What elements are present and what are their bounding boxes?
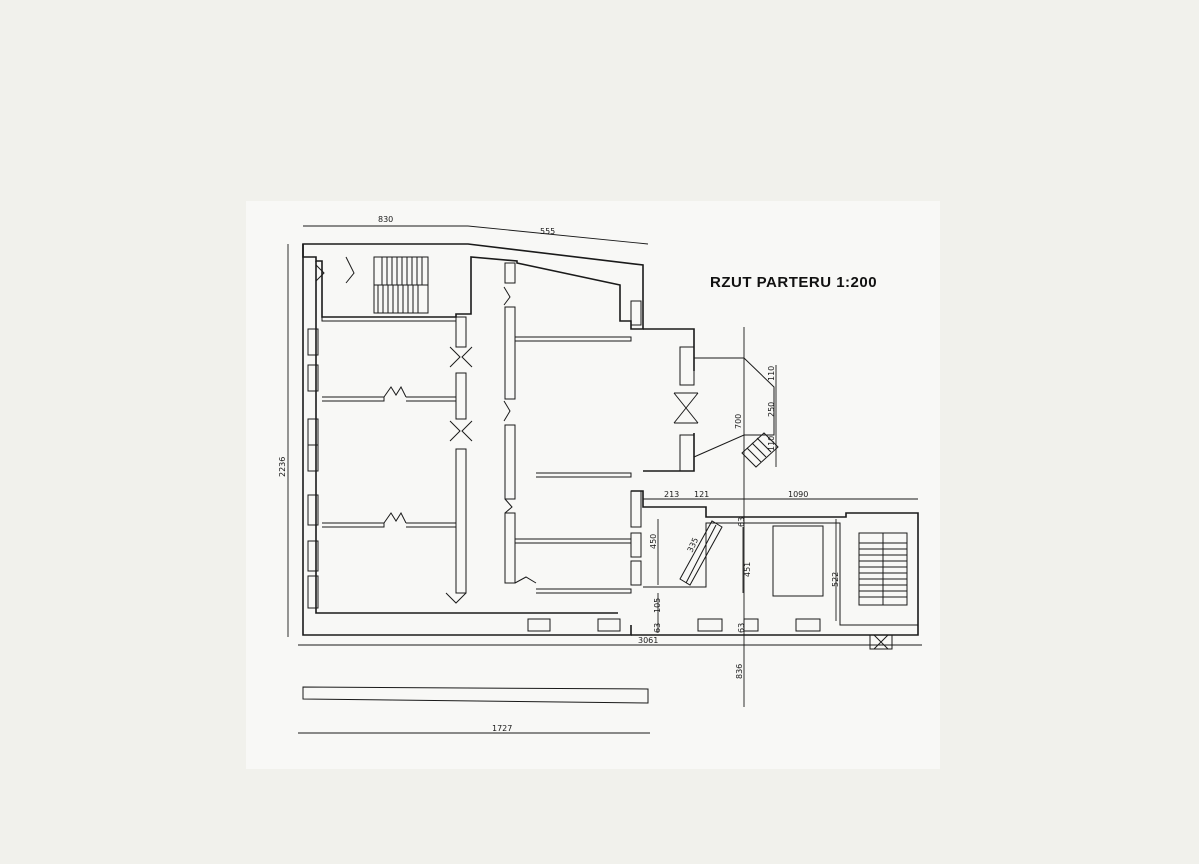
dim-stair-diag: 335	[686, 536, 701, 554]
interior-walls	[321, 262, 642, 594]
dim-annex-height: 450	[649, 534, 658, 549]
dimension-lines	[287, 225, 922, 734]
drawing-sheet: 830 555 2236 3061 1727 700 110 250 110 2…	[246, 201, 940, 769]
dim-annex-a: 213	[664, 490, 679, 499]
main-staircase	[345, 256, 429, 314]
dim-right-vertical: 700	[734, 414, 743, 429]
main-building-walls	[302, 243, 644, 636]
dim-wall-d: 63	[737, 623, 746, 633]
dim-annex-depth: 522	[831, 572, 840, 587]
floor-plan-drawing: 830 555 2236 3061 1727 700 110 250 110 2…	[278, 215, 922, 734]
dim-bay-mid: 250	[767, 402, 776, 417]
dim-wall-a: 63	[737, 517, 746, 527]
plan-title: RZUT PARTERU 1:200	[710, 274, 877, 291]
dim-bottom-total: 3061	[638, 636, 658, 645]
dim-top-right: 555	[540, 227, 555, 236]
dim-section-length: 1727	[492, 724, 512, 733]
dim-top-left: 830	[378, 215, 393, 224]
section-strip	[302, 686, 649, 704]
dim-annex-c: 1090	[788, 490, 808, 499]
dim-wall-b: 105	[653, 598, 662, 613]
bay-extension	[643, 328, 779, 472]
dim-bay-bottom: 110	[767, 436, 776, 451]
dim-annex-inner: 451	[743, 562, 752, 577]
dim-total-vertical: 836	[735, 664, 744, 679]
dim-left-height: 2236	[278, 457, 287, 477]
dimension-labels: 830 555 2236 3061 1727 700 110 250 110 2…	[278, 215, 840, 733]
dim-wall-c: 63	[653, 623, 662, 633]
right-wing-walls	[631, 490, 919, 650]
dim-annex-b: 121	[694, 490, 709, 499]
door-marks	[315, 264, 537, 604]
dim-bay-top: 110	[767, 366, 776, 381]
